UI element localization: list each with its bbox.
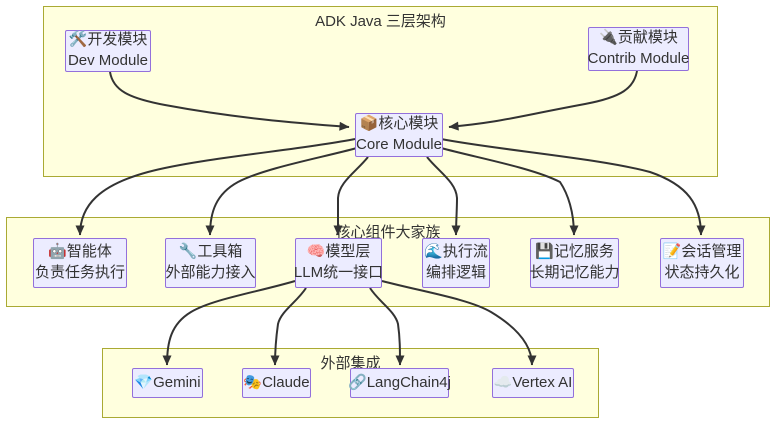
node-gemini-title: Gemini [153, 373, 201, 391]
node-models: 🧠模型层 LLM统一接口 [293, 238, 384, 288]
node-contrib-module: 🔌贡献模块 Contrib Module [588, 27, 689, 71]
node-claude: 🎭Claude [242, 368, 311, 398]
wrench-icon: 🔧 [178, 243, 198, 261]
node-memory: 💾记忆服务 长期记忆能力 [529, 238, 620, 288]
cloud-icon: ☁️ [493, 373, 513, 391]
node-langchain4j: 🔗LangChain4j [348, 368, 451, 398]
node-agent-subtitle: 负责任务执行 [34, 264, 125, 281]
plug-icon: 🔌 [599, 29, 618, 47]
node-flows: 🌊执行流 编排逻辑 [422, 238, 490, 288]
node-flows-subtitle: 编排逻辑 [425, 264, 486, 281]
node-langchain4j-title: LangChain4j [366, 373, 451, 391]
node-contrib-subtitle: Contrib Module [587, 50, 690, 67]
link-icon: 🔗 [348, 373, 367, 391]
node-tools: 🔧工具箱 外部能力接入 [165, 238, 256, 288]
brain-icon: 🧠 [306, 243, 326, 261]
node-core-title: 核心模块 [378, 115, 439, 133]
node-sessions: 📝会话管理 状态持久化 [660, 238, 744, 288]
robot-icon: 🤖 [48, 243, 67, 261]
node-sessions-subtitle: 状态持久化 [664, 264, 740, 281]
node-memory-subtitle: 长期记忆能力 [529, 264, 620, 281]
package-icon: 📦 [359, 115, 379, 133]
node-agent: 🤖智能体 负责任务执行 [33, 238, 127, 288]
node-vertex-ai-title: Vertex AI [512, 373, 573, 391]
node-memory-title: 记忆服务 [553, 243, 614, 261]
gem-icon: 💎 [134, 373, 154, 391]
node-models-title: 模型层 [325, 243, 371, 261]
node-vertex-ai: ☁️Vertex AI [492, 368, 574, 398]
wave-icon: 🌊 [424, 243, 443, 261]
node-dev-module: 🛠️开发模块 Dev Module [65, 30, 151, 72]
node-claude-title: Claude [262, 373, 310, 391]
memo-icon: 📝 [662, 243, 682, 261]
node-sessions-title: 会话管理 [681, 243, 742, 261]
node-tools-subtitle: 外部能力接入 [165, 264, 256, 281]
node-dev-title: 开发模块 [87, 31, 148, 49]
node-core-module: 📦核心模块 Core Module [355, 113, 443, 157]
node-flows-title: 执行流 [442, 243, 488, 261]
node-tools-title: 工具箱 [197, 243, 243, 261]
masks-icon: 🎭 [243, 373, 263, 391]
node-agent-title: 智能体 [66, 243, 112, 261]
node-dev-subtitle: Dev Module [67, 52, 149, 69]
node-models-subtitle: LLM统一接口 [293, 264, 384, 281]
node-gemini: 💎Gemini [132, 368, 203, 398]
node-core-subtitle: Core Module [356, 136, 442, 153]
node-contrib-title: 贡献模块 [617, 29, 678, 47]
floppy-disk-icon: 💾 [535, 243, 554, 261]
hammer-wrench-icon: 🛠️ [68, 31, 88, 49]
